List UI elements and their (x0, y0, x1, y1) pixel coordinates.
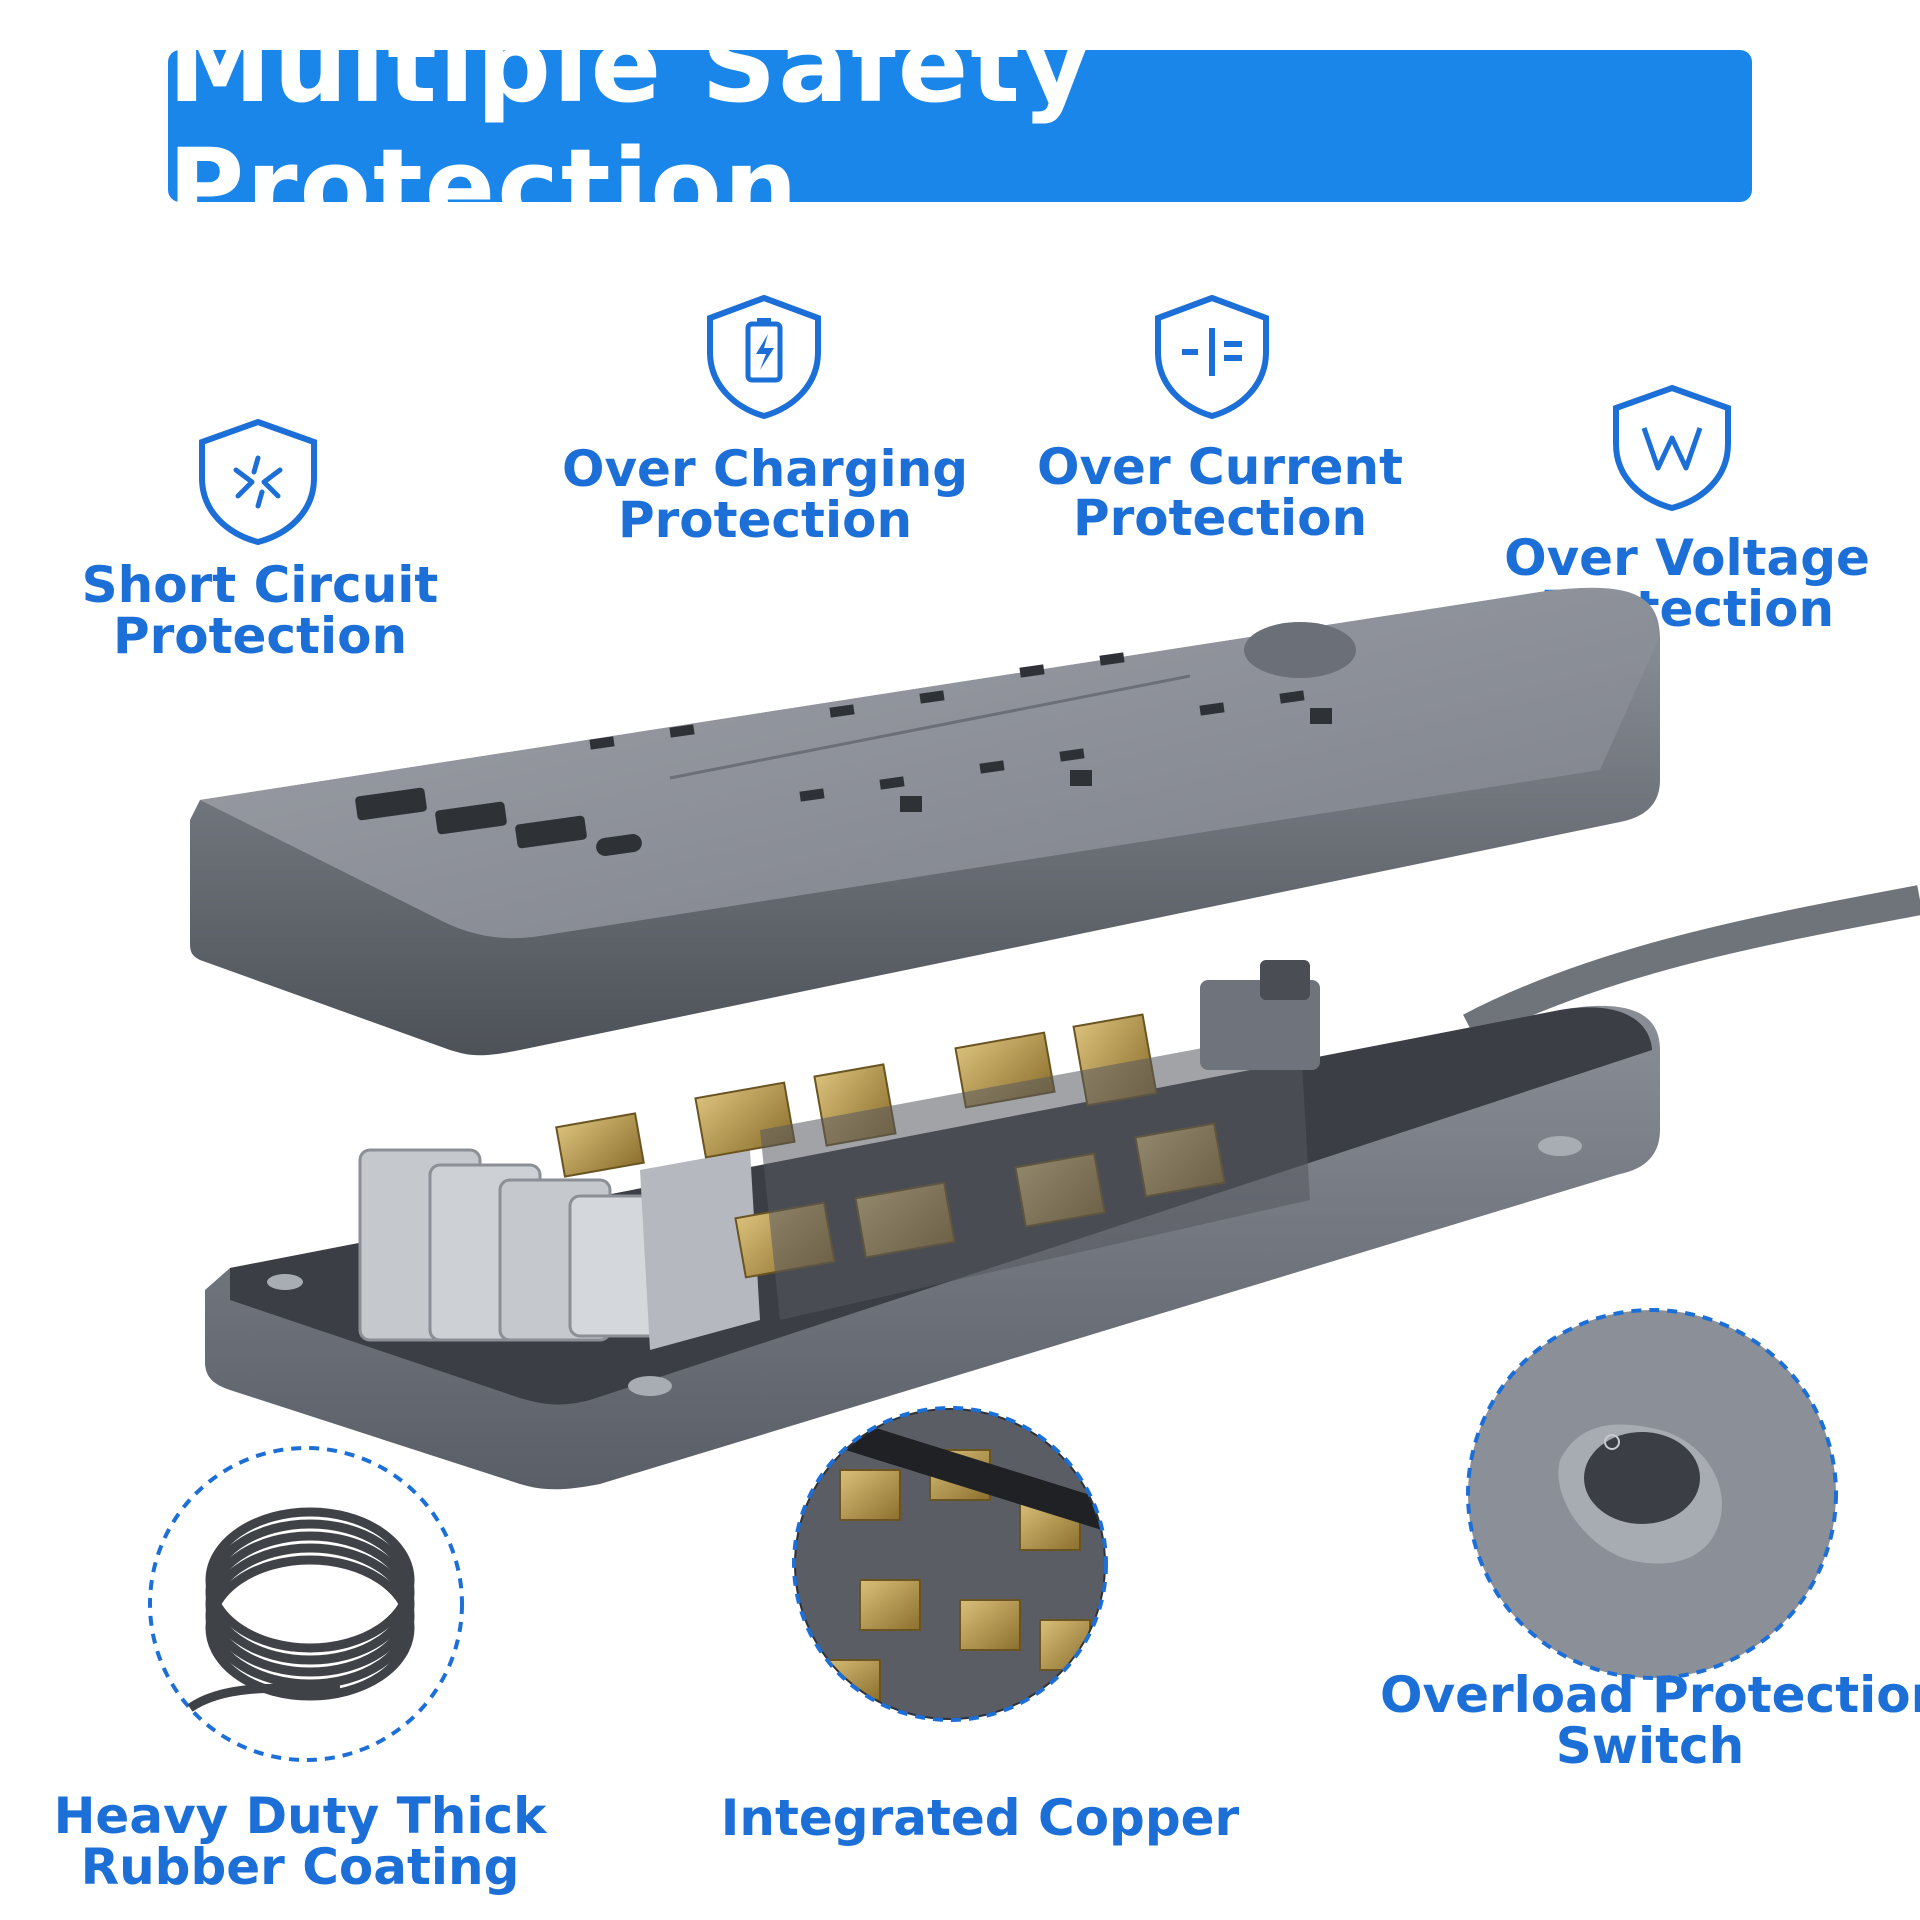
copper-detail (792, 1406, 1108, 1722)
internal-components (358, 960, 1320, 1350)
title-banner: Multiple Safety Protection (168, 4, 1752, 248)
feature-over-charging: Over Charging Protection (560, 444, 970, 546)
detail-label-line: Overload Protection (1380, 1666, 1920, 1724)
detail-label-line: Integrated Copper (720, 1789, 1240, 1847)
detail-label-line: Heavy Duty Thick (53, 1787, 547, 1845)
banner-title: Multiple Safety Protection (168, 4, 1092, 248)
feature-label-line: Short Circuit (81, 556, 439, 614)
switch-detail (1466, 1308, 1838, 1680)
feature-label-line: Over Current (1036, 438, 1404, 496)
detail-label-line: Rubber Coating (80, 1838, 520, 1896)
short-circuit-shield-icon (199, 418, 317, 546)
battery-shield-icon (707, 294, 821, 420)
feature-over-current: Over Current Protection (1020, 442, 1420, 544)
feature-label-line: Protection (112, 607, 408, 665)
feature-label-line: Protection (1072, 489, 1368, 547)
power-strip-cover (190, 587, 1660, 1056)
feature-label-line: Over Voltage (1504, 529, 1870, 587)
detail-label-rubber-coating: Heavy Duty Thick Rubber Coating (40, 1791, 560, 1893)
voltage-shield-icon (1613, 384, 1731, 512)
detail-label-line: Switch (1555, 1717, 1745, 1775)
coiled-cable-detail (148, 1446, 464, 1762)
detail-label-integrated-copper: Integrated Copper (720, 1793, 1240, 1844)
detail-label-overload-switch: Overload Protection Switch (1380, 1670, 1920, 1772)
current-shield-icon (1155, 294, 1269, 420)
power-cable (1463, 885, 1920, 1042)
coiled-cable-icon (205, 1507, 415, 1701)
feature-label-line: Protection (617, 491, 913, 549)
feature-short-circuit: Short Circuit Protection (60, 560, 460, 662)
feature-label-line: Over Charging (561, 440, 969, 498)
